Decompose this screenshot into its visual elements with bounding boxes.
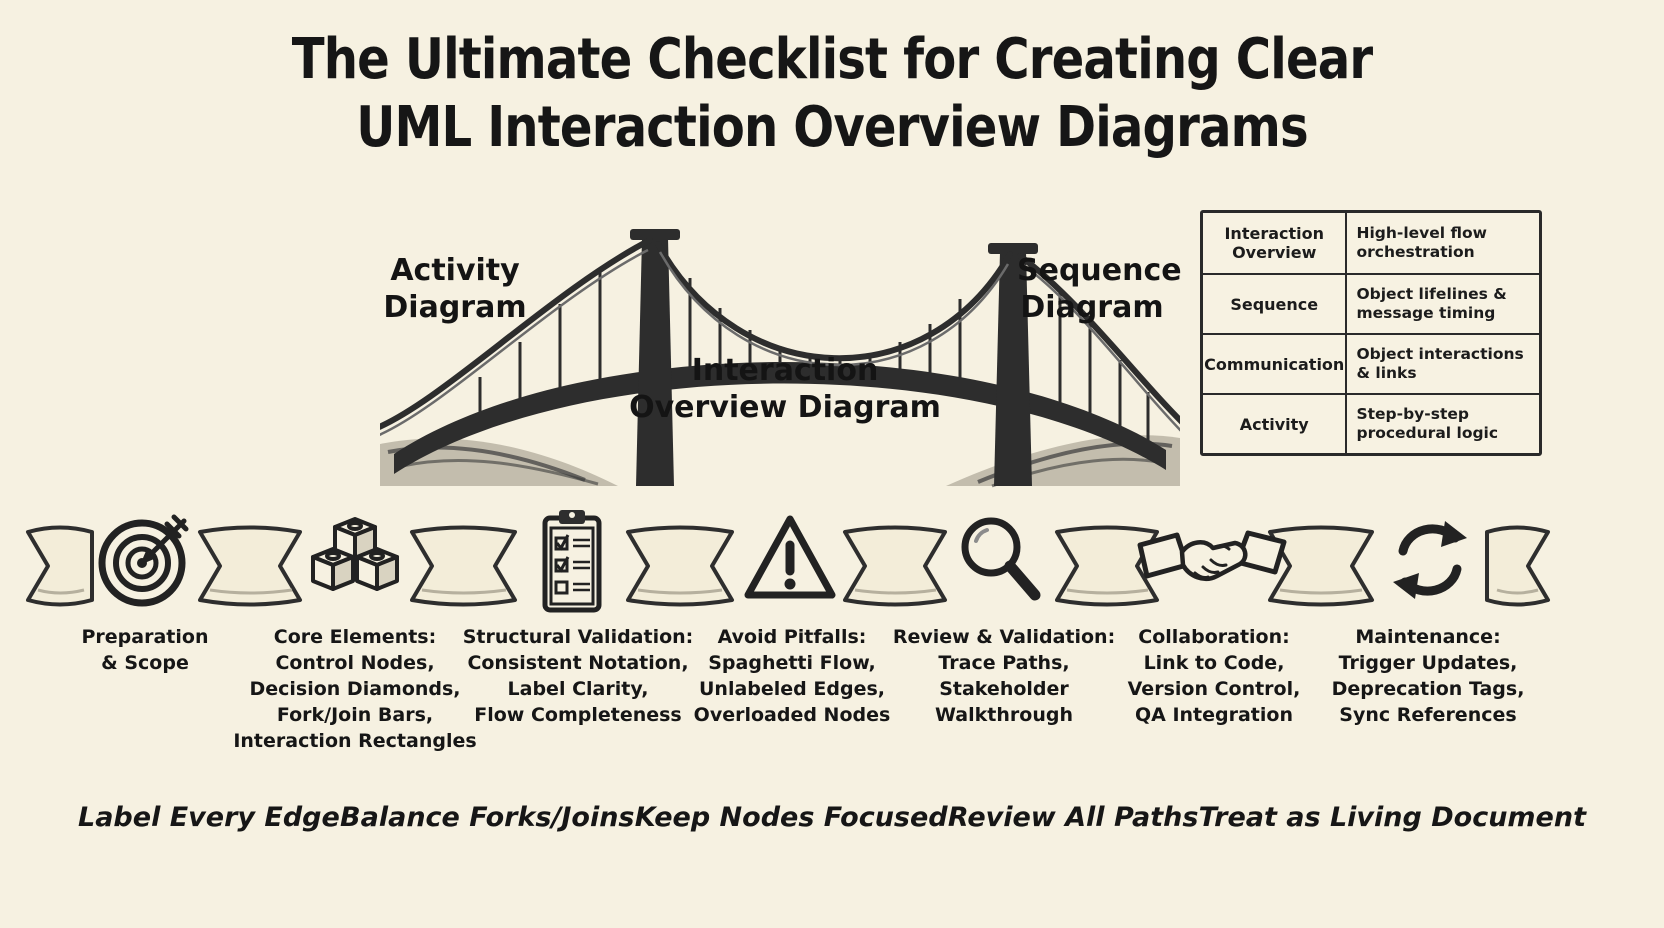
- checklist-item-label: Core Elements: Control Nodes, Decision D…: [233, 626, 477, 752]
- table-row: Communication Object interactions & link…: [1203, 333, 1539, 393]
- table-cell-type: Activity: [1203, 395, 1348, 453]
- footer-tip: Review All Paths: [947, 802, 1199, 833]
- checklist-item-label: Review & Validation: Trace Paths, Stakeh…: [892, 626, 1116, 726]
- building-blocks-icon: [311, 517, 399, 591]
- checklist-item-label: Collaboration: Link to Code, Version Con…: [1127, 626, 1301, 726]
- sequence-diagram-label: Sequence Diagram: [1017, 253, 1182, 325]
- footer-tip: Label Every Edge: [78, 802, 340, 833]
- table-cell-type: Interaction Overview: [1203, 213, 1348, 273]
- bridge-illustration: [380, 229, 1180, 488]
- table-cell-description: High-level flow orchestration: [1356, 224, 1487, 261]
- interaction-overview-label: Interaction Overview Diagram: [629, 353, 941, 425]
- table-cell-description: Object interactions & links: [1356, 345, 1524, 382]
- checklist-item-label: Structural Validation: Consistent Notati…: [462, 626, 694, 726]
- sync-arrows-icon: [1393, 521, 1467, 599]
- footer-tip: Balance Forks/Joins: [340, 802, 635, 833]
- footer-tips: Label Every Edge Balance Forks/Joins Kee…: [0, 802, 1664, 833]
- magnifying-glass-icon: [961, 517, 1041, 601]
- handshake-icon: [1137, 530, 1287, 582]
- table-cell-description: Object lifelines & message timing: [1356, 285, 1507, 322]
- footer-tip: Treat as Living Document: [1198, 802, 1586, 833]
- table-row: Sequence Object lifelines & message timi…: [1203, 273, 1539, 333]
- footer-tip: Keep Nodes Focused: [634, 802, 948, 833]
- table-cell-type: Sequence: [1203, 275, 1348, 333]
- warning-triangle-icon: [744, 515, 836, 599]
- checklist-item-label: Avoid Pitfalls: Spaghetti Flow, Unlabele…: [693, 626, 891, 726]
- diagram-comparison-table: Interaction Overview High-level flow orc…: [1200, 210, 1542, 456]
- page-title: The Ultimate Checklist for Creating Clea…: [291, 27, 1373, 161]
- table-row: Activity Step-by-step procedural logic: [1203, 393, 1539, 453]
- table-row: Interaction Overview High-level flow orc…: [1203, 213, 1539, 273]
- checklist-item-label: Maintenance: Trigger Updates, Deprecatio…: [1331, 626, 1525, 726]
- table-cell-type: Communication: [1203, 335, 1348, 393]
- table-cell-description: Step-by-step procedural logic: [1356, 405, 1499, 442]
- activity-diagram-label: Activity Diagram: [383, 253, 527, 325]
- target-icon: [98, 514, 189, 607]
- checklist-item-label: Preparation & Scope: [81, 626, 209, 674]
- clipboard-checklist-icon: [542, 510, 602, 613]
